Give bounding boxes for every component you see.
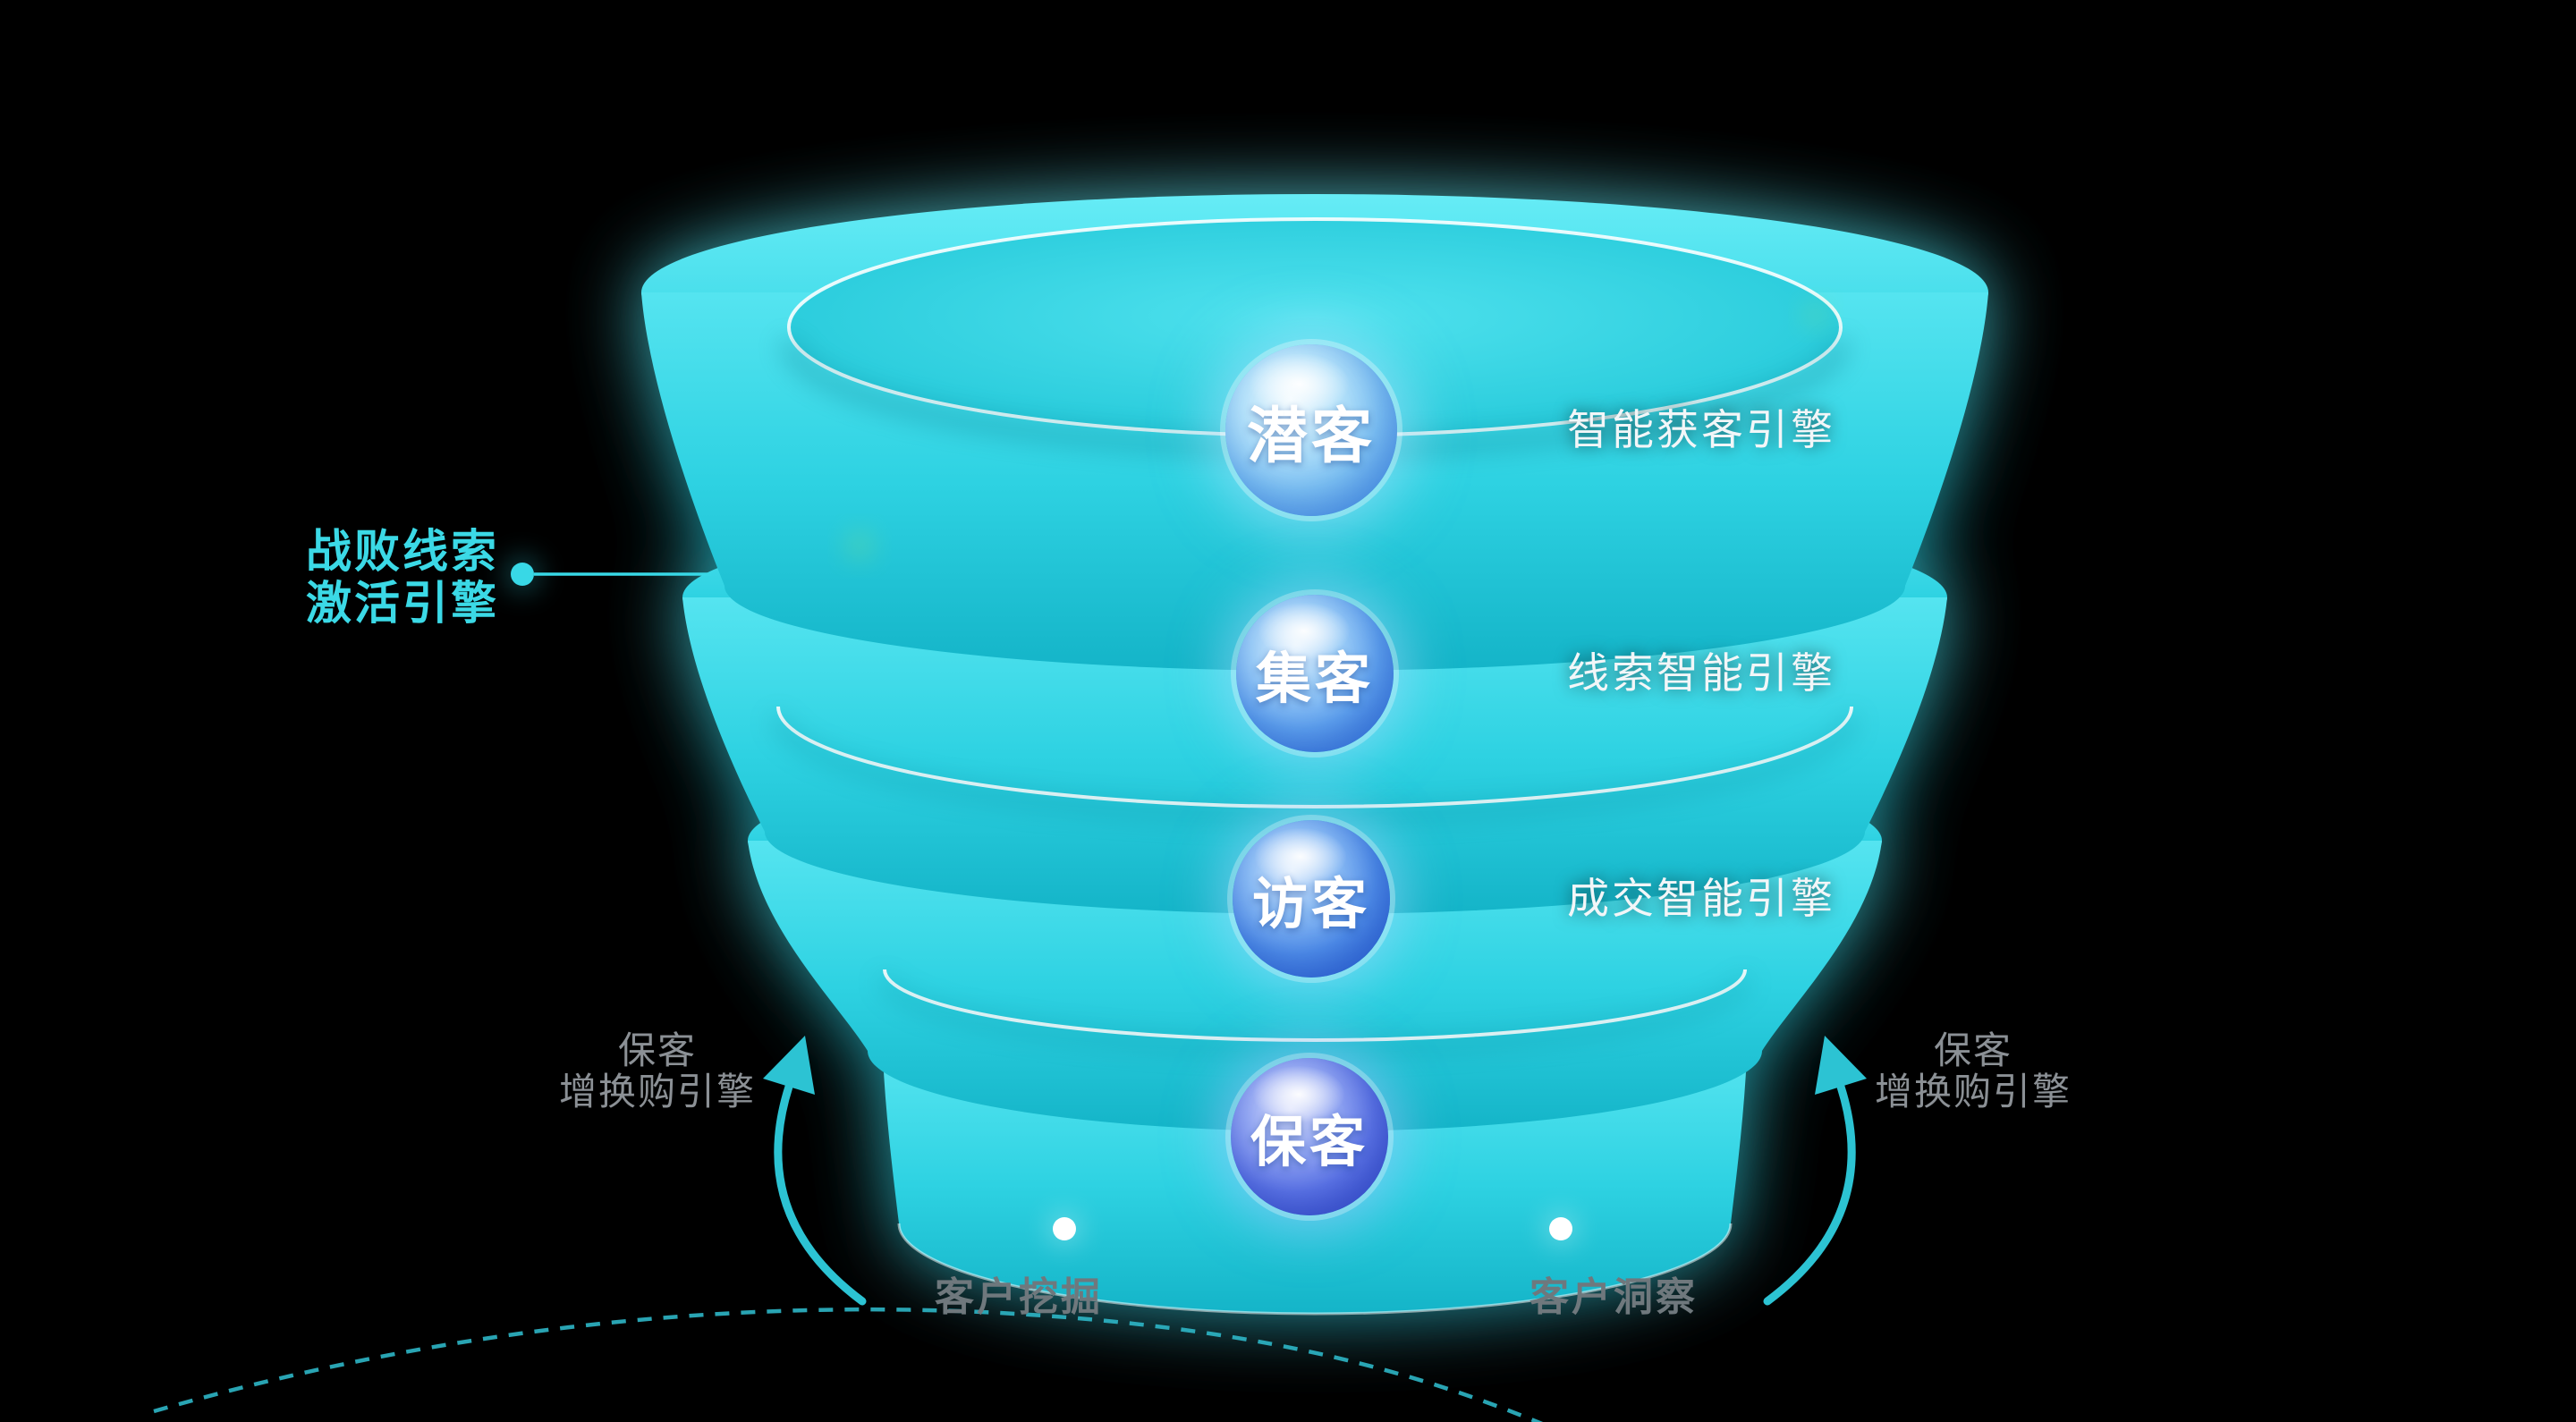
engine-label-acquisition: 智能获客引擎 — [1567, 406, 1835, 453]
tier-rim-line-2 — [883, 969, 1747, 1042]
callout-dot — [511, 563, 534, 586]
bottom-dot-left — [1053, 1217, 1076, 1240]
stage-label-qianke: 潜客 — [1246, 402, 1376, 470]
right-up-arrow — [1763, 1036, 1867, 1306]
lost-lead-callout: 战败线索 激活引擎 — [259, 526, 546, 630]
stage-label-baoke: 保客 — [1250, 1112, 1368, 1173]
funnel-stage-fangke: 访客 — [1233, 820, 1390, 978]
engine-label-leads: 线索智能引擎 — [1567, 649, 1835, 697]
left-up-arrow — [763, 1036, 867, 1306]
green-accent-dot — [845, 531, 874, 560]
callout-connector — [503, 554, 711, 594]
retention-label-right: 保客 增换购引擎 — [1812, 1030, 2134, 1113]
bottom-marker-dots — [1046, 1211, 1579, 1247]
retention-right-line2: 增换购引擎 — [1874, 1071, 2072, 1113]
bottom-dashed-curve — [153, 1307, 1543, 1422]
retention-label-left: 保客 增换购引擎 — [496, 1030, 818, 1113]
lost-lead-callout-line2: 激活引擎 — [305, 578, 499, 629]
bottom-label-mining: 客户挖掘 — [935, 1275, 1103, 1319]
green-accent-dot — [1803, 302, 1828, 327]
retention-left-line1: 保客 — [617, 1029, 697, 1071]
retention-left-line2: 增换购引擎 — [558, 1071, 756, 1113]
lost-lead-callout-line1: 战败线索 — [305, 526, 499, 577]
funnel-stage-qianke: 潜客 — [1225, 344, 1397, 516]
funnel-stage-baoke: 保客 — [1231, 1058, 1388, 1215]
retention-right-line1: 保客 — [1933, 1029, 2012, 1071]
engine-label-deals: 成交智能引擎 — [1567, 875, 1835, 922]
stage-label-jike: 集客 — [1255, 648, 1374, 710]
stage-label-fangke: 访客 — [1251, 874, 1370, 935]
tier-rim-line-1 — [776, 706, 1853, 808]
bottom-label-insight: 客户洞察 — [1530, 1275, 1698, 1319]
funnel-stage-jike: 集客 — [1236, 595, 1394, 752]
bottom-dot-right — [1549, 1217, 1572, 1240]
